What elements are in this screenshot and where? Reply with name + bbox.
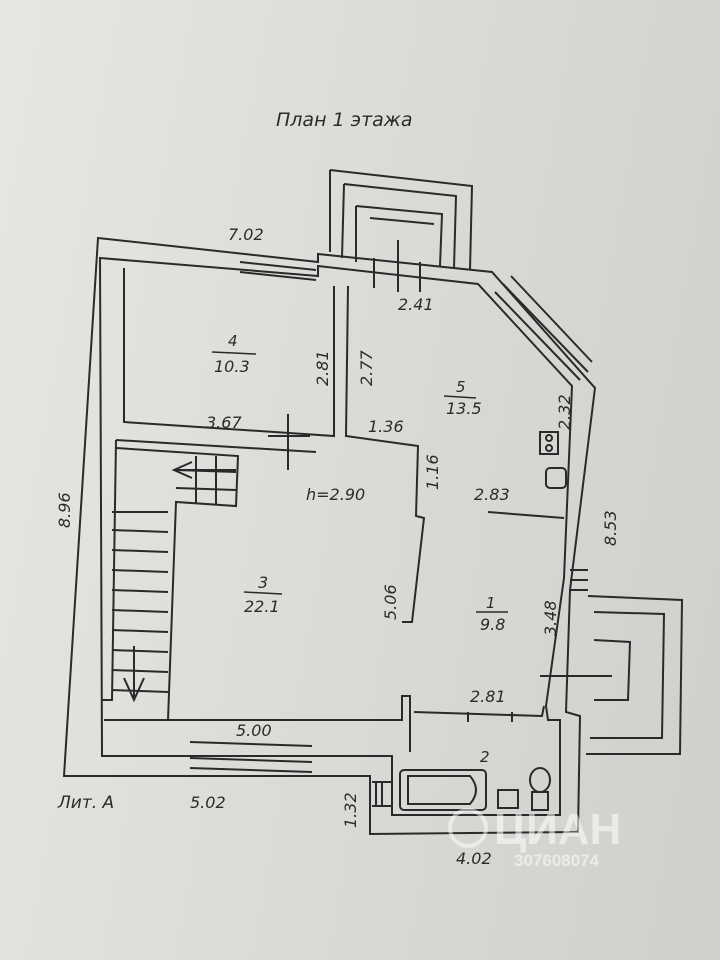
watermark-brand: ЦИАН <box>494 805 621 854</box>
litera-label: Лит. А <box>57 793 114 813</box>
room-1-area: 9.8 <box>480 615 505 634</box>
inner-wall <box>98 256 574 816</box>
dim-bottom-right: 4.02 <box>456 849 492 868</box>
dim-right-height: 8.53 <box>601 510 620 546</box>
room-3-area: 22.1 <box>244 597 280 616</box>
sink <box>497 789 519 809</box>
dim-bottom-left: 5.02 <box>190 793 226 812</box>
dim-room2-top: 2.81 <box>470 687 506 706</box>
room-2-number: 2 <box>480 748 490 766</box>
room-4-area: 10.3 <box>214 357 250 376</box>
dim-506: 5.06 <box>381 584 400 620</box>
dim-top-width: 7.02 <box>228 225 264 244</box>
dim-room5-left: 2.77 <box>357 350 376 386</box>
dim-room5-right: 2.32 <box>555 394 574 430</box>
dim-room4-bottom: 3.67 <box>206 413 242 432</box>
ceiling-height: h=2.90 <box>306 485 365 504</box>
room-5-walls <box>344 285 426 623</box>
room-4-walls <box>123 268 335 438</box>
dim-room4-right: 2.81 <box>313 350 332 386</box>
dim-room1-right: 3.48 <box>541 600 560 636</box>
watermark-logo-icon <box>448 808 488 848</box>
room-3-number: 3 <box>258 573 268 592</box>
dim-room3-bottom: 5.00 <box>236 721 272 740</box>
dim-116: 1.16 <box>423 454 442 490</box>
dim-left-height: 8.96 <box>55 492 74 528</box>
porch-top <box>329 169 474 271</box>
stove <box>539 431 559 455</box>
room-3-walls <box>102 439 317 701</box>
porch-right <box>586 595 684 755</box>
bathtub <box>399 769 487 811</box>
dim-porch-opening: 2.41 <box>398 295 434 314</box>
watermark-id: 307608074 <box>514 851 600 870</box>
room-5-number: 5 <box>456 378 466 396</box>
watermark: ЦИАН 307608074 <box>448 805 621 870</box>
dim-283: 2.83 <box>474 485 510 504</box>
dim-136: 1.36 <box>368 417 404 436</box>
porch-top-step <box>329 170 357 262</box>
plan-title: План 1 этажа <box>276 109 413 131</box>
room-4-number: 4 <box>228 332 238 350</box>
room-5-area: 13.5 <box>446 399 482 418</box>
dim-bath-left: 1.32 <box>341 792 360 828</box>
room-1-number: 1 <box>486 594 496 612</box>
toilet <box>529 767 551 793</box>
outer-wall <box>62 236 597 836</box>
